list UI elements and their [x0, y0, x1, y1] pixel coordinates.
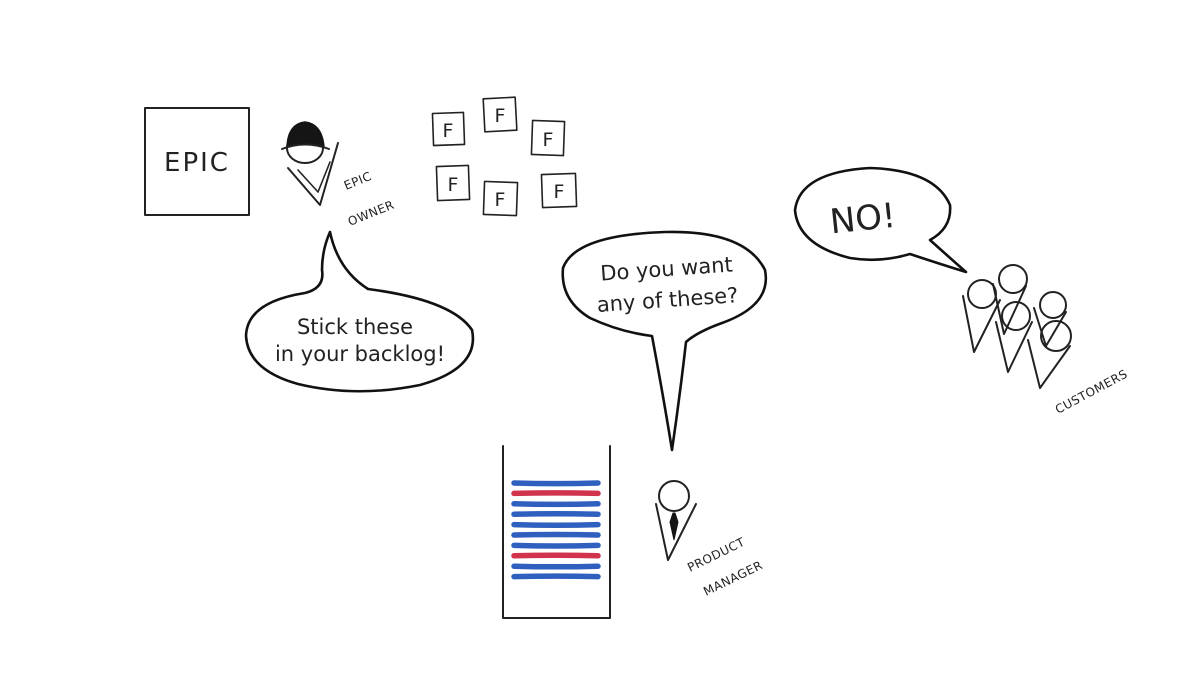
epic-owner-body [287, 142, 339, 206]
backlog-item-red [511, 552, 601, 559]
epic-owner-bubble-line2: in your backlog! [275, 342, 445, 366]
feature-box-label: F [543, 129, 554, 151]
product-manager-figure [655, 480, 697, 561]
feature-box-label: F [448, 174, 459, 196]
epic-owner-bubble-line1: Stick these [297, 315, 413, 339]
feature-box: F [482, 180, 519, 217]
feature-box-label: F [495, 189, 506, 211]
product-manager-head [658, 480, 690, 512]
backlog-stripes [511, 480, 601, 580]
feature-box: F [530, 119, 566, 157]
epic-owner-speech-bubble: Stick these in your backlog! [244, 230, 475, 393]
backlog-item-blue [511, 521, 601, 528]
customers-label: CUSTOMERS [1053, 367, 1130, 417]
product-manager-body [655, 503, 697, 561]
epic-owner-label-line2: OWNER [346, 198, 396, 229]
epic-owner-figure [281, 121, 339, 206]
customer-figure [995, 301, 1033, 373]
epic-box-label: EPIC [164, 148, 230, 178]
backlog-item-blue [511, 563, 601, 570]
feature-box-label: F [495, 105, 506, 127]
customers-bubble-text: NO! [828, 196, 898, 243]
backlog-item-blue [511, 531, 601, 538]
product-manager-speech-bubble: Do you want any of these? [561, 230, 768, 452]
feature-box: F [435, 164, 471, 202]
product-manager-label: PRODUCT MANAGER [685, 535, 765, 599]
feature-boxes: F F F F F F [431, 96, 578, 217]
feature-box: F [431, 111, 466, 147]
epic-owner-label-line1: EPIC [342, 169, 374, 193]
backlog-item-red [511, 490, 601, 497]
customer-figure [1033, 291, 1067, 347]
tie-icon [669, 512, 679, 541]
feature-box-label: F [554, 181, 565, 203]
backlog [502, 445, 611, 619]
epic-box: EPIC [144, 107, 250, 216]
backlog-item-blue [511, 501, 601, 508]
customer-figure [992, 264, 1028, 335]
customers-speech-bubble: NO! [793, 166, 968, 274]
backlog-item-blue [511, 480, 601, 487]
customer-figure [1027, 320, 1072, 389]
feature-box: F [540, 172, 578, 209]
feature-box: F [482, 96, 518, 133]
customers-group [962, 264, 1072, 389]
bowler-hat-icon [286, 121, 325, 149]
backlog-item-blue [511, 573, 601, 580]
backlog-item-blue [511, 510, 601, 517]
epic-owner-label: EPIC OWNER [342, 169, 396, 229]
backlog-item-blue [511, 542, 601, 549]
feature-box-label: F [443, 120, 454, 142]
